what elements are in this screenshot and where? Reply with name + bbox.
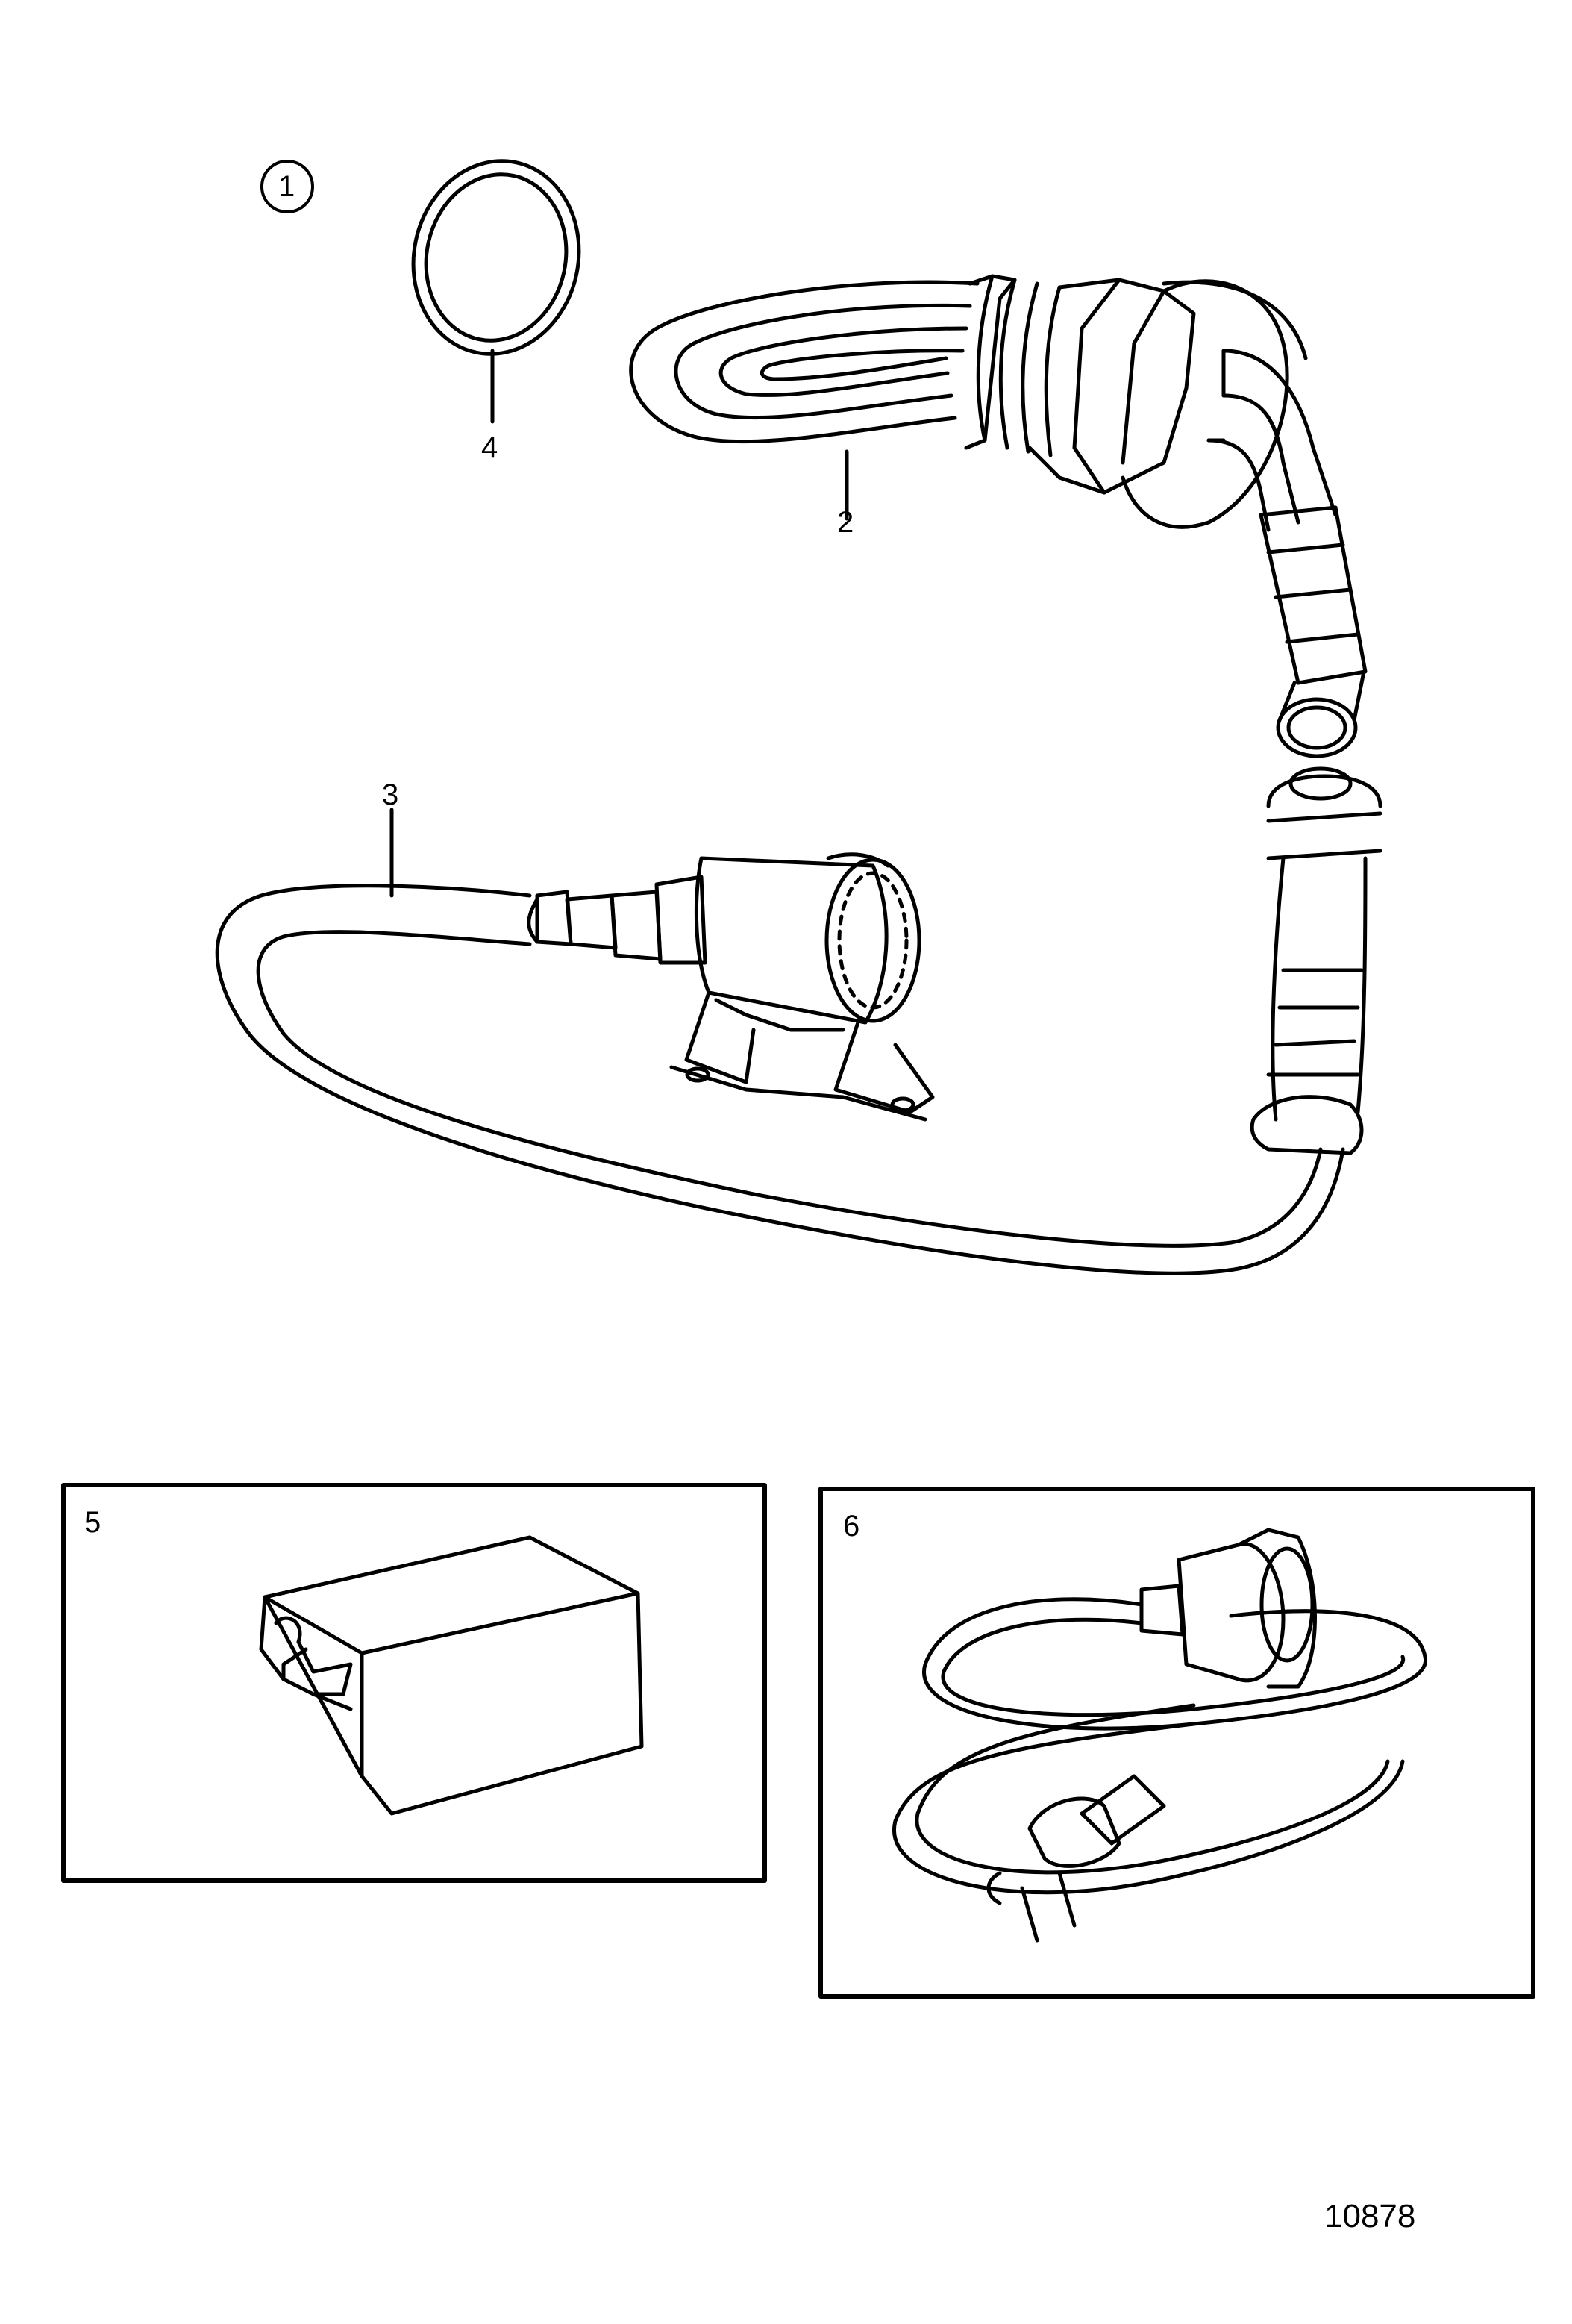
panel-part-5 [61,1483,767,1883]
callout-2: 2 [837,506,854,539]
cable-assembly-part-3 [215,766,1382,1275]
figure-number: 10878 [1324,2198,1416,2234]
o-ring-part-4 [411,159,581,424]
callout-1: 1 [278,170,295,203]
callout-4: 4 [481,431,498,464]
callout-5: 5 [84,1506,101,1539]
callout-3: 3 [382,778,399,811]
callout-1-circle [260,160,314,213]
heater-element-part-2 [629,274,1368,758]
panel-part-6 [818,1487,1535,1999]
callout-6: 6 [843,1510,860,1543]
